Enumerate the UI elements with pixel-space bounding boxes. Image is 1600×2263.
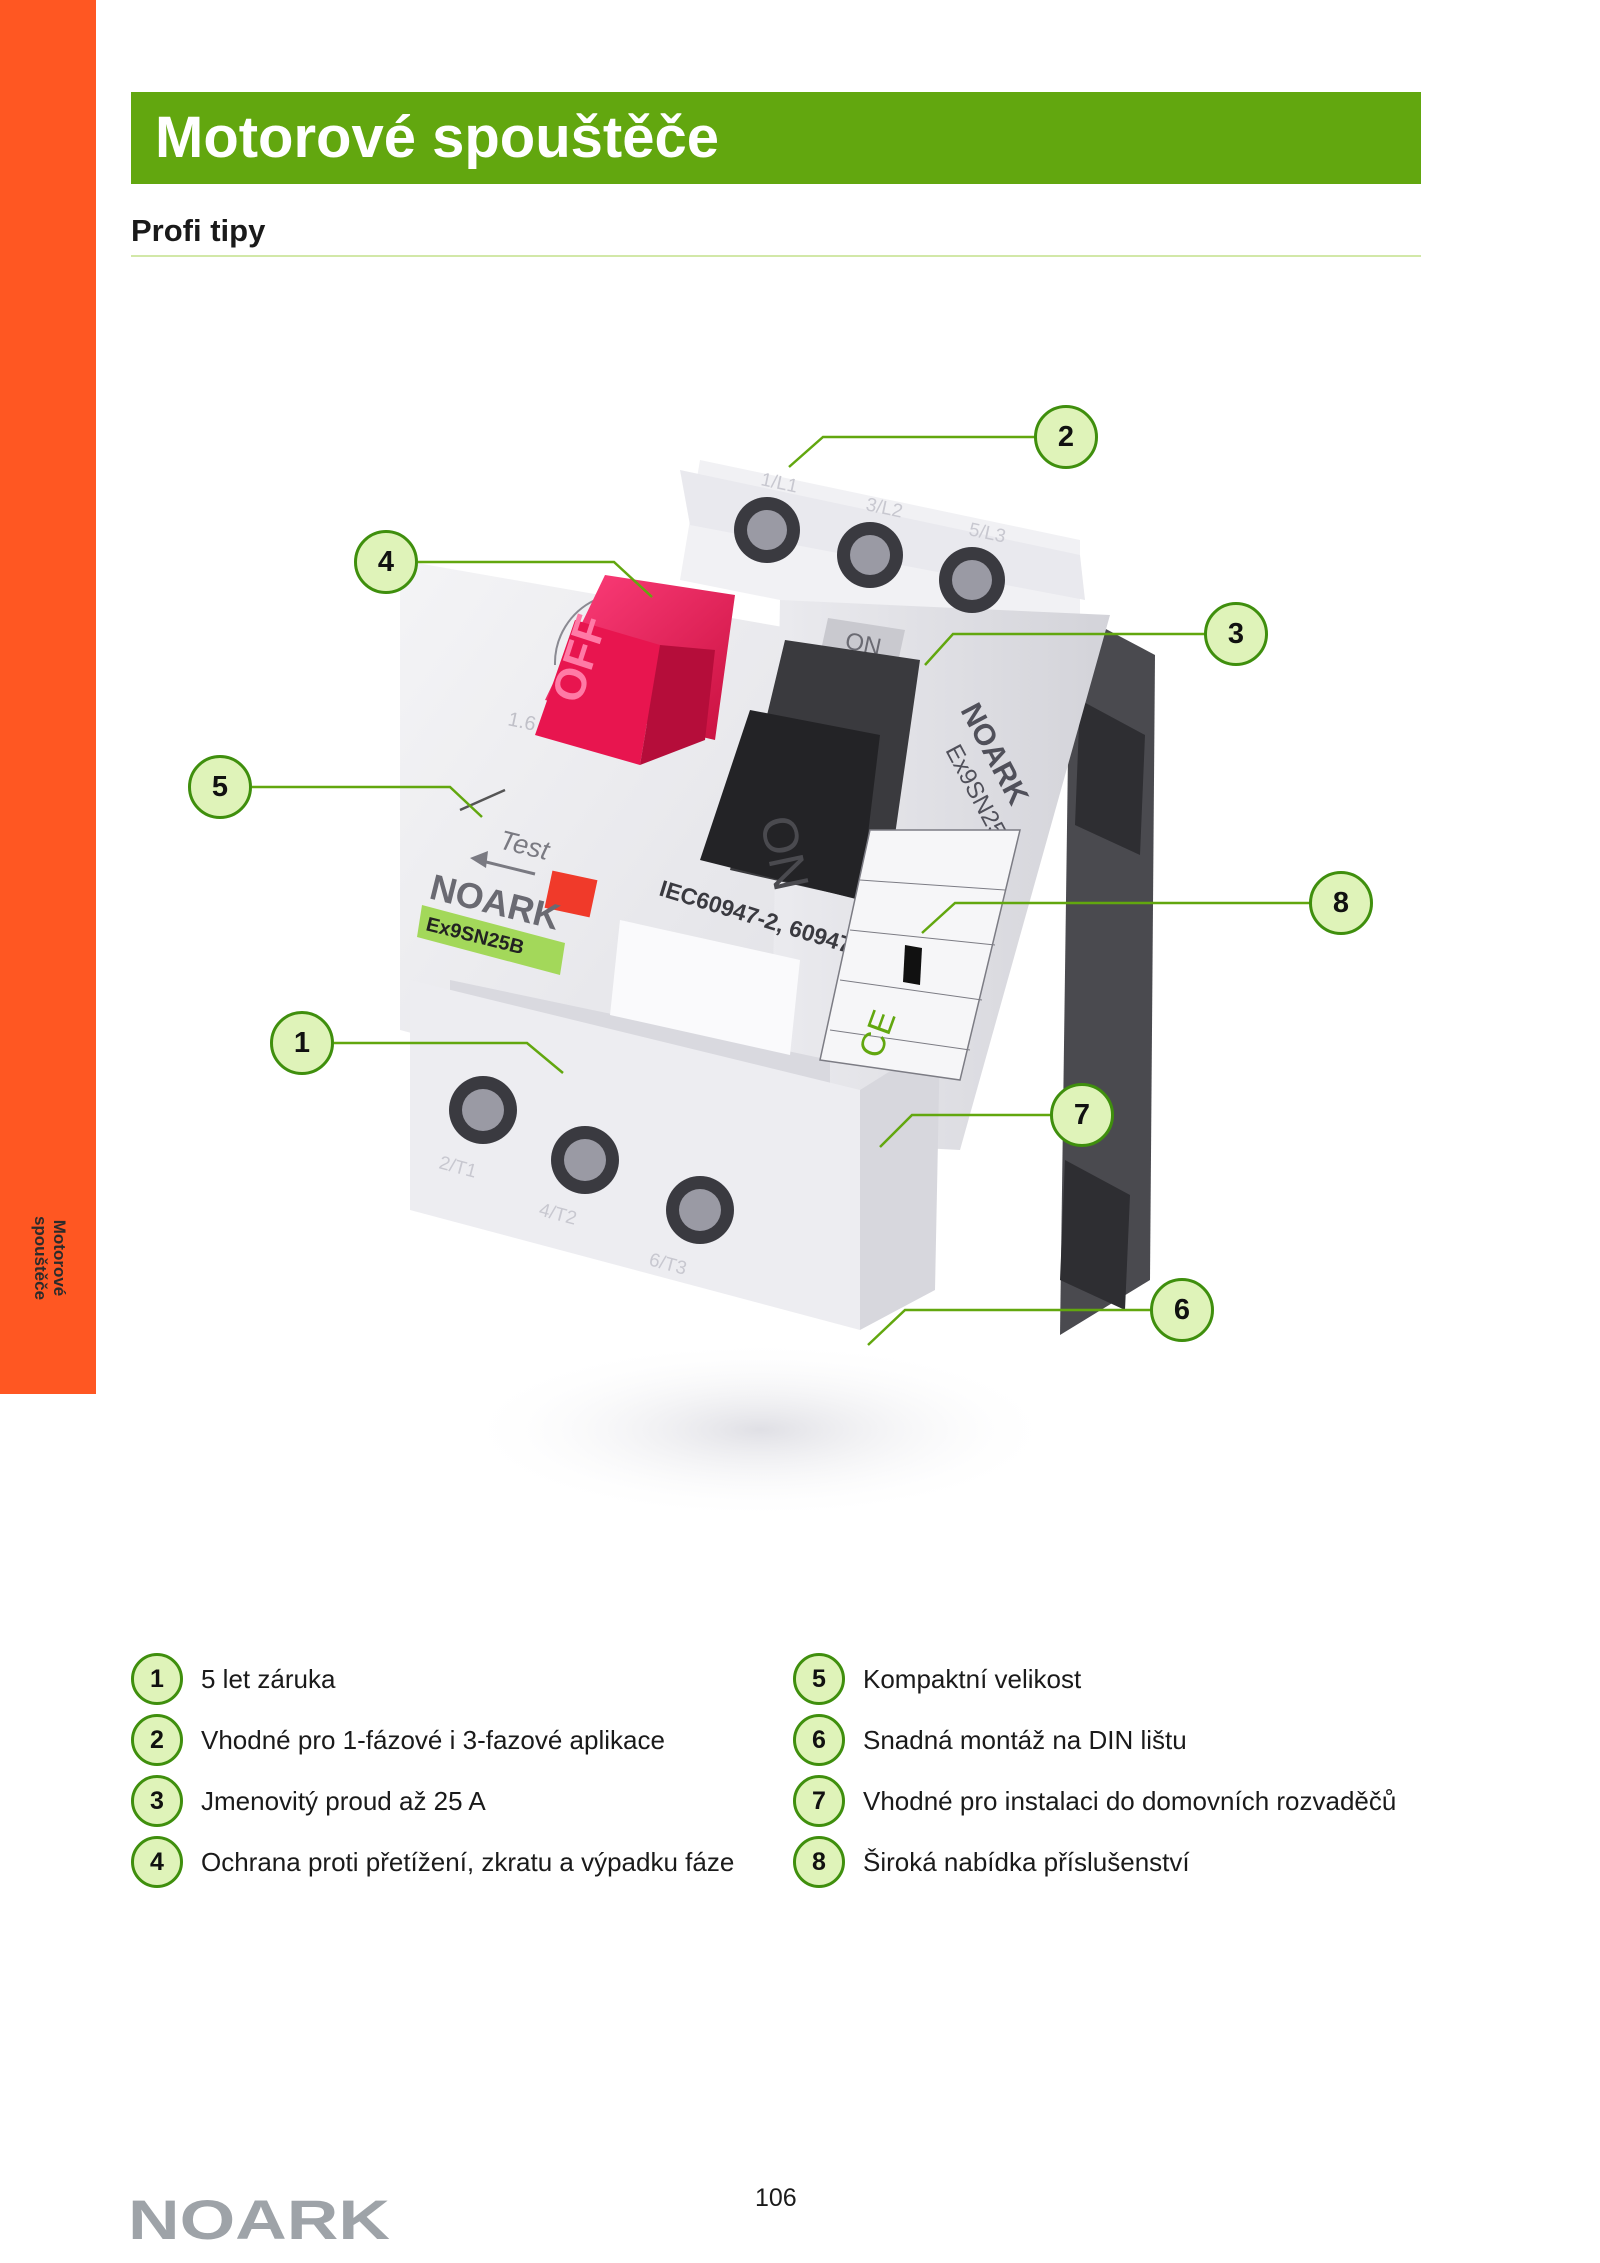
din-clip-upper (1075, 700, 1145, 855)
callout-badge-3: 3 (1204, 602, 1268, 666)
noark-logo-text: NOARK (128, 2192, 390, 2244)
model-strip (417, 905, 565, 975)
callout-line-8 (921, 901, 1311, 934)
noark-logo: NOARK (128, 2192, 390, 2244)
side-slot (903, 945, 922, 985)
callout-badge-6: 6 (1150, 1278, 1214, 1342)
bottom-terminals: 2/T1 4/T2 6/T3 (437, 1076, 734, 1280)
product-photo: 1/L1 3/L2 5/L3 2/T1 4/T2 6/T3 1.6 2.5 OF… (252, 435, 1311, 1520)
feature-text: 5 let záruka (201, 1663, 336, 1694)
feature-item-1: 1 5 let záruka (131, 1652, 335, 1706)
callout-badge-4: 4 (354, 530, 418, 594)
callout-badge-5: 5 (188, 755, 252, 819)
callout-line-2 (788, 435, 1037, 468)
feature-text: Snadná montáž na DIN lištu (863, 1724, 1187, 1755)
feature-item-7: 7 Vhodné pro instalaci do domovních rozv… (793, 1774, 1396, 1828)
feature-number: 1 (131, 1653, 183, 1705)
title-bar (131, 92, 1421, 184)
bottom-terminal-block (410, 980, 860, 1330)
dial-arc (553, 599, 596, 666)
din-clip-lower (1060, 1160, 1130, 1310)
callout-badge-7: 7 (1050, 1083, 1114, 1147)
feature-number: 8 (793, 1836, 845, 1888)
floor-shadow (460, 1340, 1060, 1520)
terminal-screw (462, 1089, 504, 1131)
callout-line-7 (879, 1113, 1052, 1148)
feature-number: 5 (793, 1653, 845, 1705)
feature-number: 7 (793, 1775, 845, 1827)
callout-line-5 (252, 785, 483, 818)
terminal-screw (850, 535, 890, 575)
callout-line-1 (334, 1041, 564, 1074)
callout-badge-8: 8 (1309, 871, 1373, 935)
terminal-screw (952, 560, 992, 600)
terminal-screw (679, 1189, 721, 1231)
feature-item-2: 2 Vhodné pro 1-fázové i 3-fazové aplikac… (131, 1713, 665, 1767)
subtitle-divider (131, 255, 1421, 257)
page-subtitle: Profi tipy (131, 213, 266, 248)
feature-number: 3 (131, 1775, 183, 1827)
feature-number: 6 (793, 1714, 845, 1766)
callout-line-3 (924, 632, 1207, 666)
feature-text: Vhodné pro 1-fázové i 3-fazové aplikace (201, 1724, 665, 1755)
feature-text: Vhodné pro instalaci do domovních rozvad… (863, 1785, 1397, 1816)
page-number: 106 (755, 2184, 797, 2212)
callout-badge-2: 2 (1034, 405, 1098, 469)
bottom-terminal-side (860, 1040, 940, 1330)
page-title: Motorové spouštěče (155, 105, 719, 170)
terminal-screw (747, 510, 787, 550)
feature-item-4: 4 Ochrana proti přetížení, zkratu a výpa… (131, 1835, 734, 1889)
side-tab (0, 0, 96, 1394)
feature-text: Ochrana proti přetížení, zkratu a výpadk… (201, 1846, 735, 1877)
feature-item-8: 8 Široká nabídka příslušenství (793, 1835, 1190, 1889)
feature-text: Kompaktní velikost (863, 1663, 1082, 1694)
callout-line-4 (418, 560, 653, 598)
callout-line-6 (867, 1308, 1152, 1346)
off-button: OFF (535, 575, 735, 765)
feature-number: 2 (131, 1714, 183, 1766)
feature-item-5: 5 Kompaktní velikost (793, 1652, 1081, 1706)
feature-text: Jmenovitý proud až 25 A (201, 1785, 486, 1816)
callout-badge-1: 1 (270, 1011, 334, 1075)
feature-item-6: 6 Snadná montáž na DIN lištu (793, 1713, 1187, 1767)
terminal-screw (564, 1139, 606, 1181)
blank-label-area (610, 920, 800, 1055)
feature-item-3: 3 Jmenovitý proud až 25 A (131, 1774, 486, 1828)
test-button (544, 870, 598, 918)
feature-text: Široká nabídka příslušenství (863, 1846, 1190, 1877)
feature-number: 4 (131, 1836, 183, 1888)
